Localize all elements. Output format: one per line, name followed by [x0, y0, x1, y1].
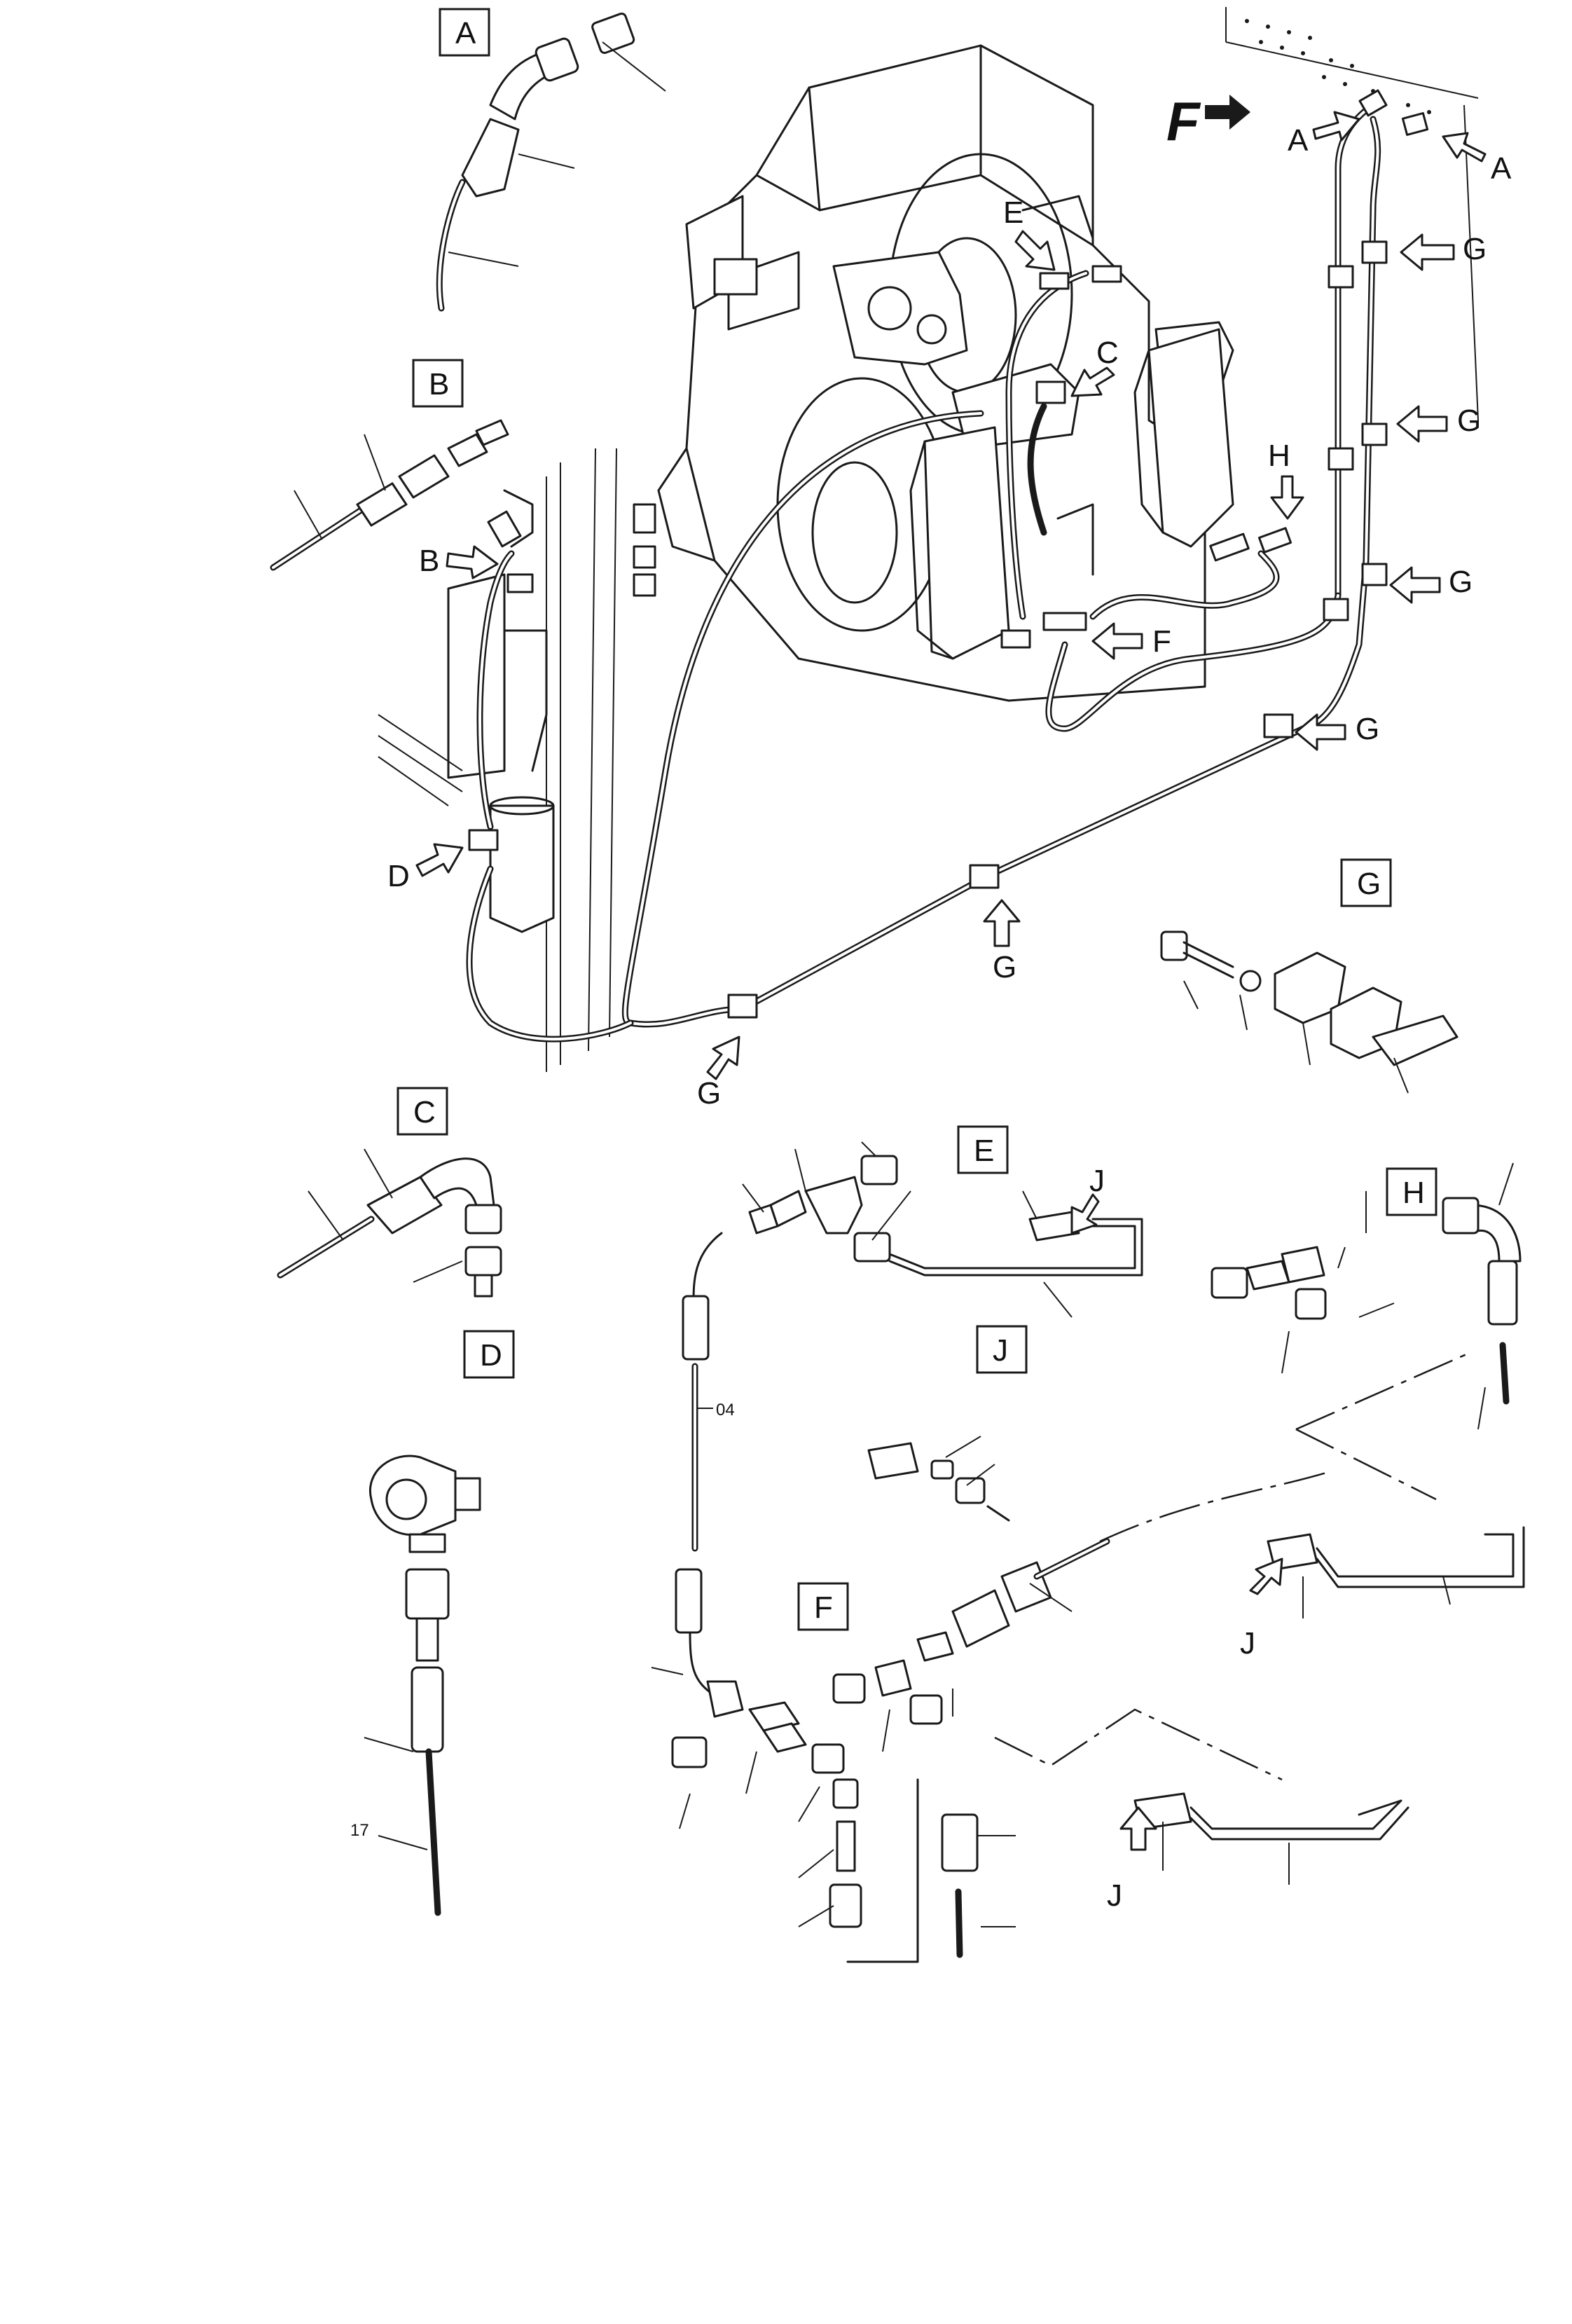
arrow-icon	[415, 843, 464, 877]
callout-b: B	[419, 544, 439, 578]
direction-indicator: F	[1166, 90, 1250, 152]
detail-e-label-box	[957, 1125, 1009, 1174]
arrow-icon	[1070, 366, 1115, 397]
detail-h-label: H	[1402, 1176, 1425, 1210]
part-number-17: 17	[350, 1821, 369, 1840]
clamp	[969, 864, 1000, 889]
detail-h-label-box	[1386, 1167, 1437, 1216]
detail-a-label-box	[439, 8, 490, 57]
arrow-icon	[1312, 111, 1360, 142]
callout-f: F	[1152, 624, 1171, 659]
detail-d-label-box	[463, 1330, 515, 1379]
detail-d: D 17	[350, 1330, 515, 1916]
callout-e: E	[1003, 195, 1023, 230]
arrow-icon	[1400, 233, 1455, 271]
detail-f-label-box	[797, 1582, 849, 1631]
clamp	[727, 993, 758, 1019]
arrow-icon	[1070, 1193, 1100, 1235]
clamp	[1361, 563, 1388, 586]
callout-g4: G	[1356, 712, 1379, 746]
detail-j-label: J	[993, 1333, 1008, 1368]
callout-a2: A	[1491, 151, 1512, 186]
clamp	[1361, 422, 1388, 446]
detail-g-label: G	[1357, 867, 1381, 901]
frame-structure	[378, 448, 656, 1072]
main-assembly-view: F	[378, 7, 1512, 1111]
direction-label: F	[1166, 90, 1201, 152]
detail-g: G	[1160, 858, 1459, 1094]
part-number-04: 04	[716, 1401, 735, 1419]
clamp	[1323, 598, 1349, 621]
detail-j-label-box	[976, 1325, 1028, 1374]
arrow-icon	[1442, 132, 1487, 163]
arrow-icon	[1119, 1806, 1157, 1851]
detail-a: A	[436, 8, 666, 312]
arrow-icon	[983, 899, 1021, 947]
direction-arrow-icon	[1205, 95, 1250, 130]
detail-b-label: B	[429, 367, 449, 401]
callout-j-e: J	[1089, 1164, 1105, 1198]
line-clamps	[727, 240, 1388, 1019]
detail-c: C	[277, 1087, 502, 1298]
callout-g6: G	[697, 1076, 721, 1111]
detail-a-label: A	[455, 16, 476, 50]
main-fittings	[487, 89, 1429, 649]
callout-c: C	[1096, 336, 1119, 370]
callout-h: H	[1268, 439, 1290, 473]
detail-d-label: D	[480, 1338, 502, 1373]
detail-f: F 04 J	[651, 1232, 1525, 1963]
detail-b-label-box	[412, 359, 464, 408]
arrow-icon	[1295, 713, 1346, 751]
detail-g-label-box	[1340, 858, 1392, 907]
callout-g2: G	[1457, 404, 1481, 438]
callout-g5: G	[993, 950, 1016, 984]
callout-j-h: J	[1240, 1626, 1255, 1661]
detail-f-label: F	[814, 1590, 833, 1625]
detail-h: H	[1211, 1162, 1522, 1501]
arrow-icon	[1249, 1558, 1283, 1595]
arrow-icon	[1396, 405, 1448, 443]
hydraulic-lines	[466, 102, 1381, 1043]
detail-c-label: C	[413, 1095, 436, 1129]
callout-d: D	[387, 859, 410, 893]
arrow-icon	[1014, 230, 1056, 271]
main-callouts: A A G G G G G G E C H F B D	[387, 111, 1512, 1111]
arrow-icon	[1389, 566, 1441, 604]
detail-j: J	[867, 1325, 1028, 1522]
detail-c-label-box	[397, 1087, 448, 1136]
clamp	[1361, 240, 1388, 264]
callout-g3: G	[1449, 565, 1473, 599]
detail-e: E J	[742, 1125, 1143, 1318]
callout-g1: G	[1463, 232, 1487, 266]
clamp	[1263, 713, 1294, 738]
detail-b: B	[270, 359, 509, 571]
perforated-panel	[1225, 7, 1479, 421]
arrow-icon	[1270, 475, 1304, 520]
filter-canister	[468, 796, 555, 933]
arrow-icon	[1091, 622, 1143, 660]
clamp	[1328, 447, 1354, 471]
callout-a: A	[1288, 123, 1309, 158]
arrow-icon	[706, 1036, 740, 1080]
clamp	[1328, 265, 1354, 289]
detail-e-label: E	[974, 1134, 994, 1168]
callout-j-f: J	[1107, 1878, 1122, 1913]
arrow-icon	[446, 545, 499, 579]
transmission-housing	[657, 44, 1234, 702]
